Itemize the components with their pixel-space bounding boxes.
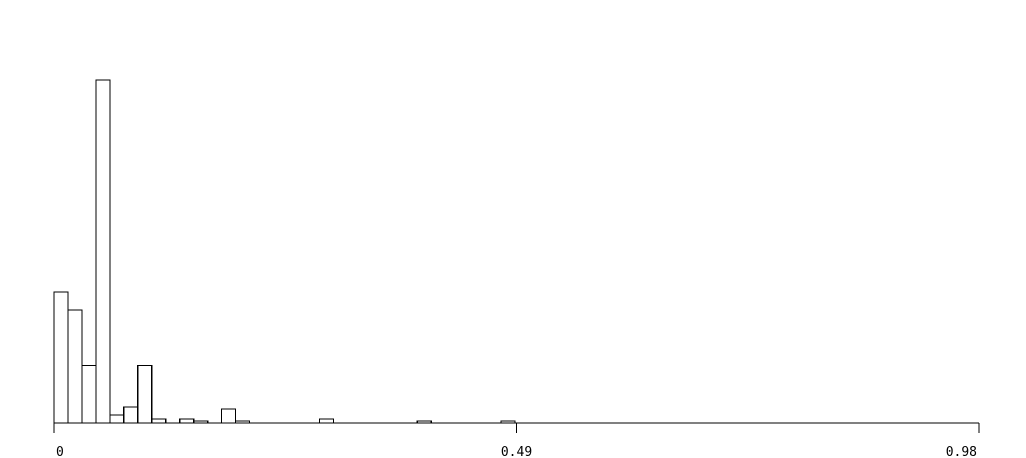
x-tick-label: 0.98 xyxy=(946,445,977,458)
x-tick-label: 0.49 xyxy=(501,445,532,458)
x-tick-label: 0 xyxy=(56,445,64,458)
histogram-bar xyxy=(53,291,69,424)
bars-group xyxy=(53,79,516,424)
x-axis-ticks: 0 0.49 0.98 xyxy=(53,423,980,458)
histogram-bar xyxy=(123,406,139,424)
histogram-bar xyxy=(81,364,97,424)
histogram-bar xyxy=(109,414,125,424)
histogram-bar xyxy=(67,309,83,424)
histogram-bar xyxy=(95,79,111,424)
histogram-bar xyxy=(137,364,153,424)
histogram-bar xyxy=(221,408,237,424)
